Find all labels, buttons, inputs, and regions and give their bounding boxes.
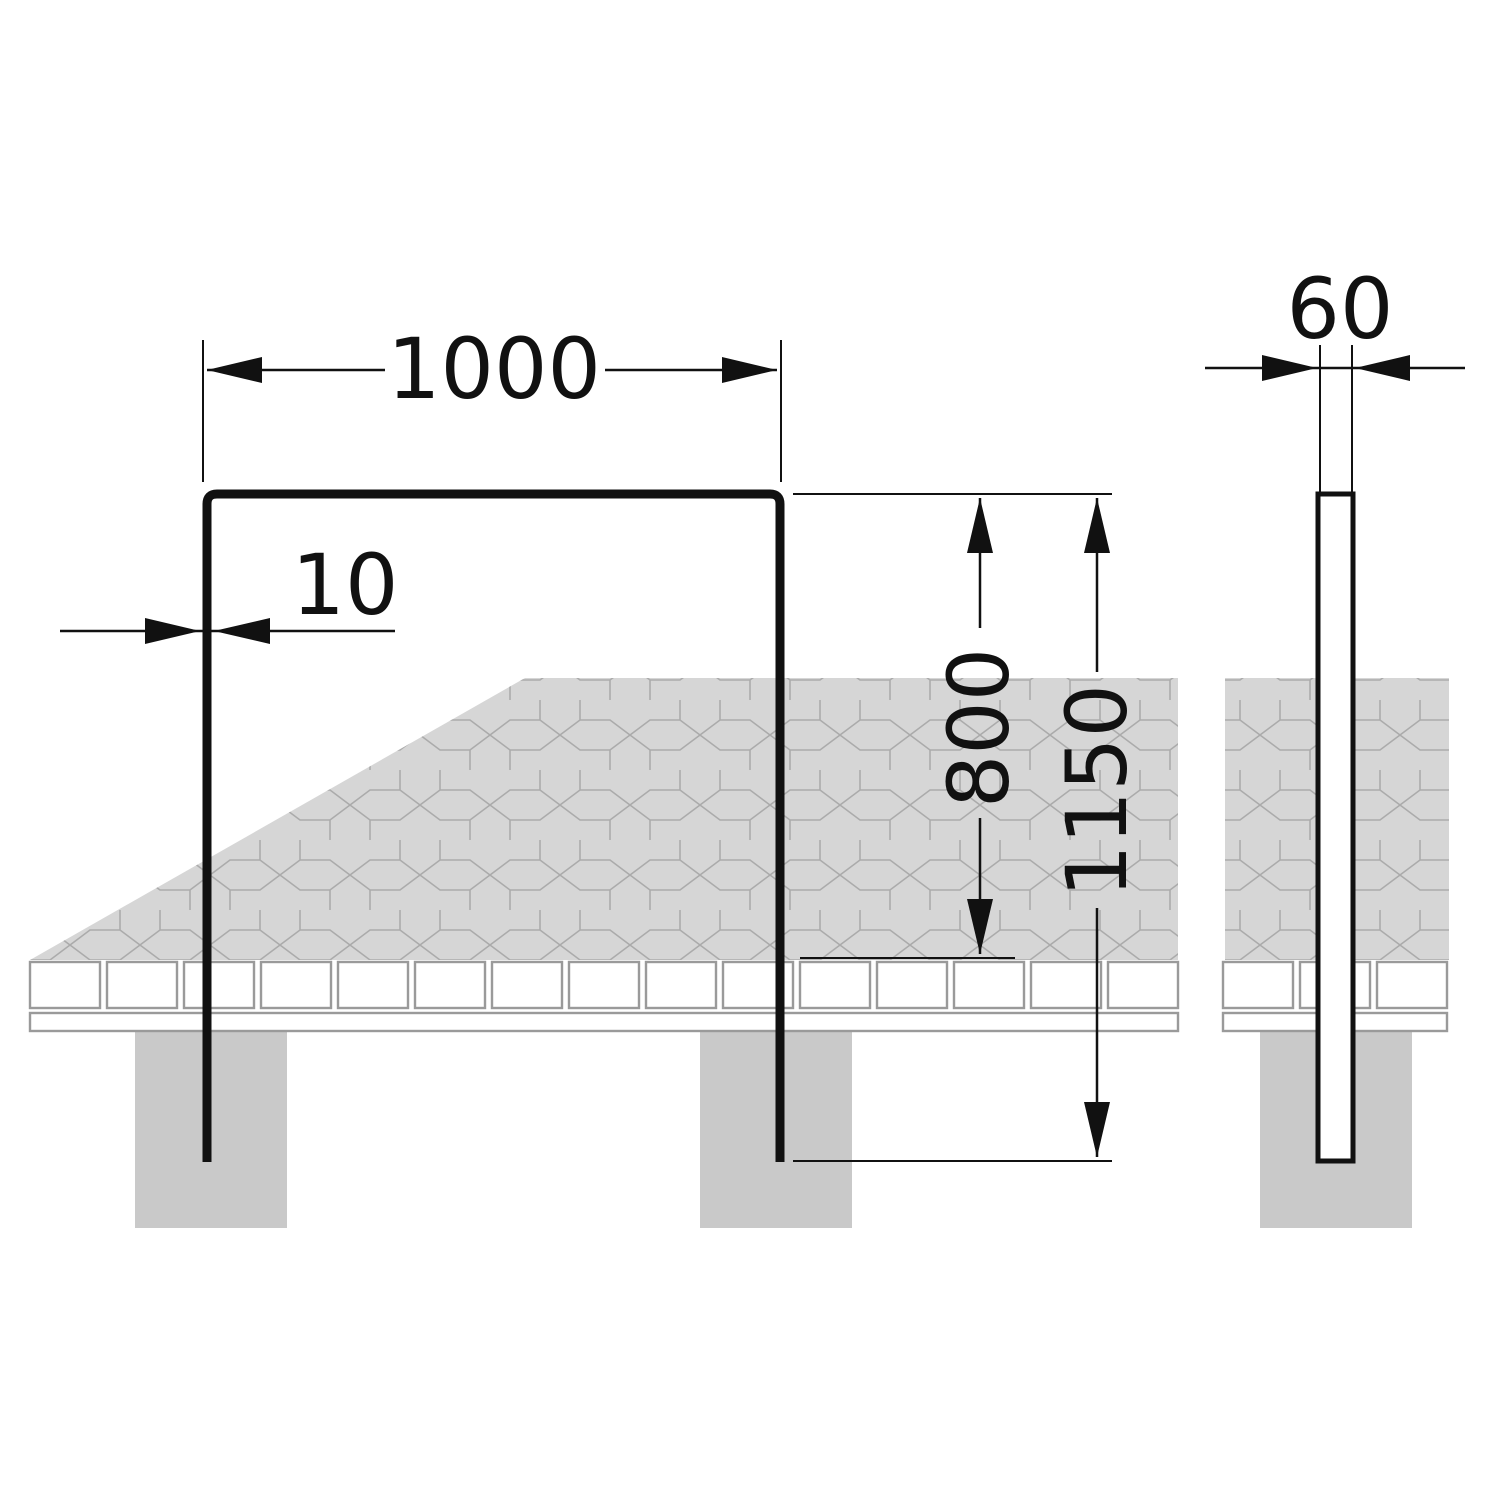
- dimension-tube-offset: 10: [60, 536, 398, 644]
- kerb-row-main: [28, 960, 1180, 1010]
- dimension-width-label: 1000: [387, 320, 601, 418]
- dimension-total-length-label: 1150: [1048, 684, 1146, 898]
- dimension-height-above-ground-label: 800: [930, 648, 1028, 808]
- dimension-tube-offset-label: 10: [292, 536, 399, 634]
- dimension-tube-diameter: 60: [1205, 260, 1465, 492]
- dimension-tube-diameter-label: 60: [1287, 260, 1394, 358]
- dimension-height-above-ground: 800: [793, 493, 1112, 959]
- dimension-total-length: 1150: [793, 498, 1146, 1162]
- bracket-side-view: [1315, 491, 1356, 1164]
- bracket-front-view: [202, 489, 785, 1162]
- foundations: [135, 1032, 1412, 1228]
- dimension-width: 1000: [202, 320, 782, 482]
- base-strip-main: [28, 1011, 1180, 1033]
